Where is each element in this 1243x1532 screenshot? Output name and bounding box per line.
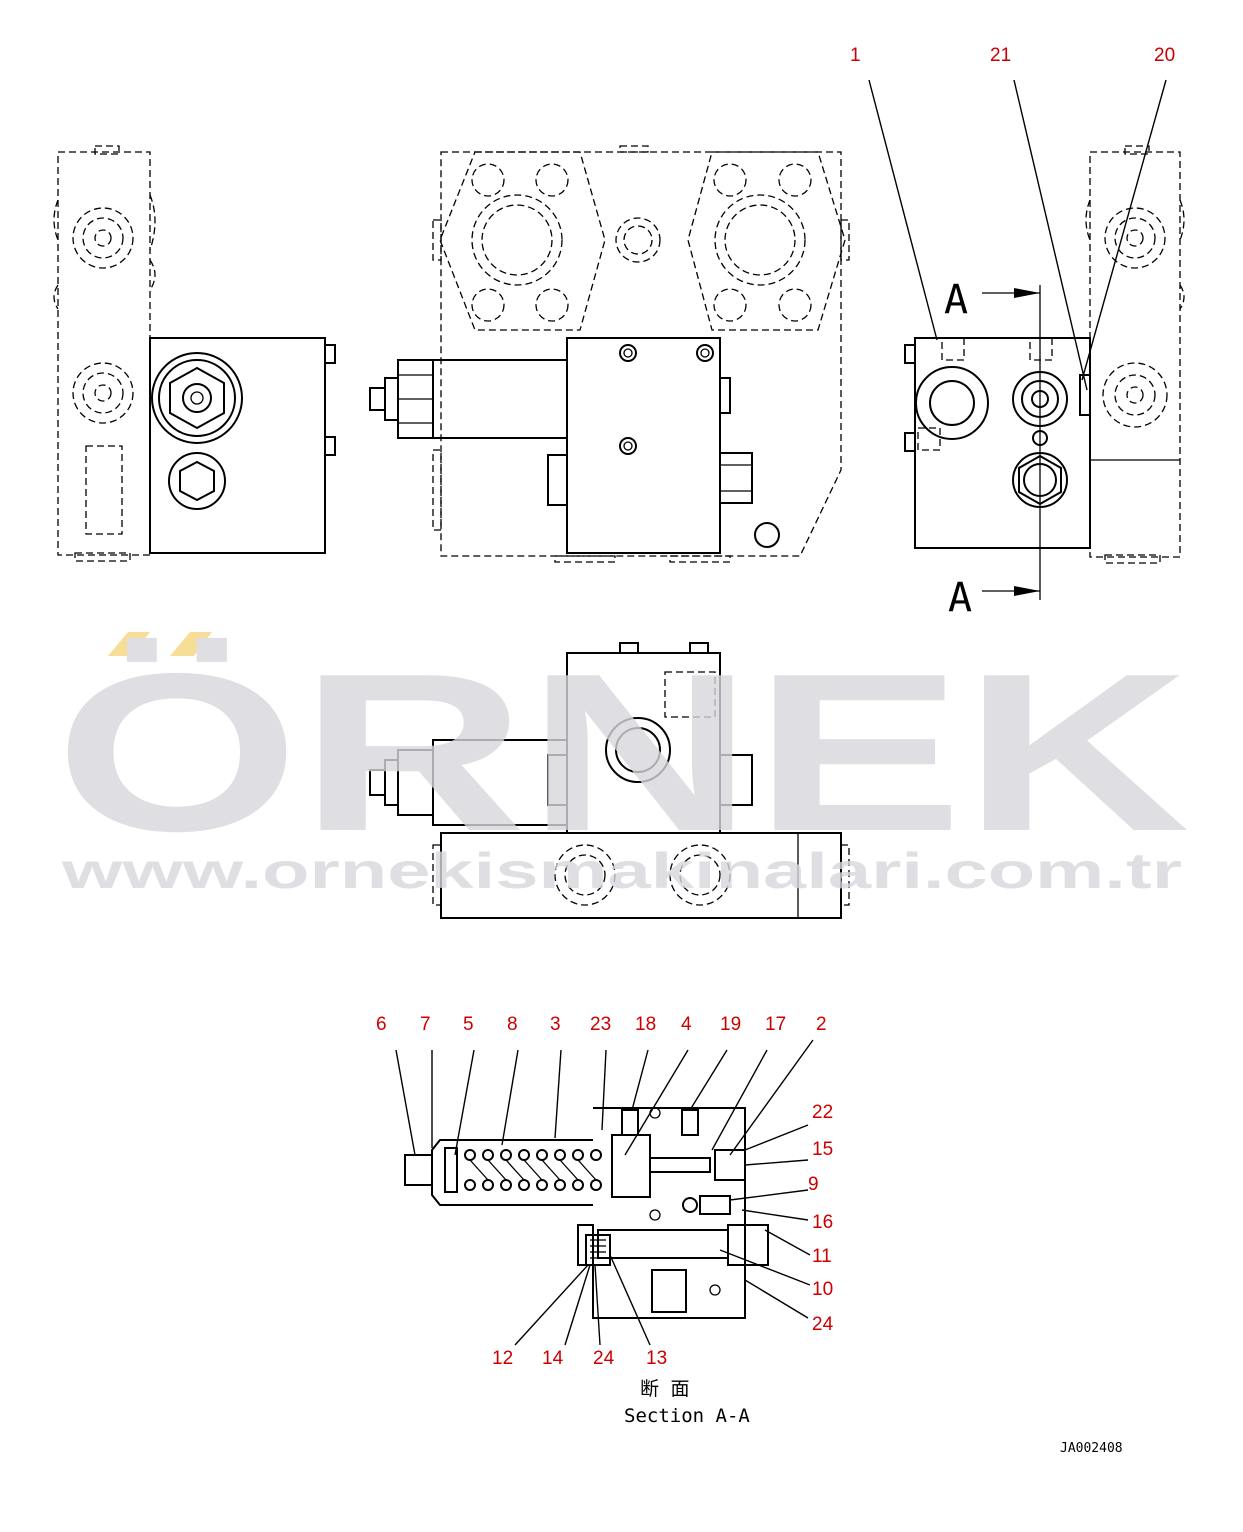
callout-1: 1 (850, 45, 861, 66)
callout-11: 11 (812, 1246, 832, 1267)
callout-21: 21 (990, 45, 1011, 66)
callout-10: 10 (812, 1279, 833, 1300)
callout-5: 5 (463, 1014, 474, 1035)
callout-3: 3 (550, 1014, 561, 1035)
callout-24-right: 24 (812, 1314, 834, 1335)
watermark-brand: ÖRNEK (55, 626, 1190, 878)
bottom-view (369, 642, 850, 919)
callout-22: 22 (812, 1102, 833, 1123)
callout-23: 23 (590, 1014, 611, 1035)
callout-24-bottom: 24 (593, 1348, 615, 1369)
section-mark-top: A (944, 277, 968, 323)
callout-14: 14 (542, 1348, 564, 1369)
callout-4: 4 (681, 1014, 692, 1035)
section-mark-bottom: A (948, 575, 972, 621)
callout-18: 18 (635, 1014, 656, 1035)
callout-9: 9 (808, 1174, 819, 1195)
callout-12: 12 (492, 1348, 513, 1369)
callout-13: 13 (646, 1348, 667, 1369)
callout-7: 7 (420, 1014, 431, 1035)
section-caption-en: Section A-A (624, 1405, 750, 1427)
callout-2: 2 (816, 1014, 827, 1035)
watermark: ÖRNEK www.ornekismakinalari.com.tr (55, 626, 1190, 899)
callout-15: 15 (812, 1139, 833, 1160)
left-side-view (53, 145, 336, 562)
right-side-view (1085, 145, 1185, 564)
watermark-accent-left (108, 632, 150, 656)
callout-19: 19 (720, 1014, 741, 1035)
callout-8: 8 (507, 1014, 518, 1035)
callout-6: 6 (376, 1014, 387, 1035)
section-a-a (404, 1107, 769, 1319)
front-view (369, 145, 850, 563)
callout-16: 16 (812, 1212, 833, 1233)
callout-17: 17 (765, 1014, 786, 1035)
callout-20: 20 (1154, 45, 1175, 66)
watermark-url: www.ornekismakinalari.com.tr (60, 843, 1182, 899)
top-leaders (868, 79, 1167, 391)
spring (464, 1149, 602, 1191)
watermark-accent-right (170, 632, 212, 656)
drawing-code: JA002408 (1060, 1441, 1123, 1456)
section-caption-jp: 断 面 (640, 1378, 689, 1400)
section-leaders (395, 1039, 814, 1346)
right-view: A A (904, 277, 1091, 621)
